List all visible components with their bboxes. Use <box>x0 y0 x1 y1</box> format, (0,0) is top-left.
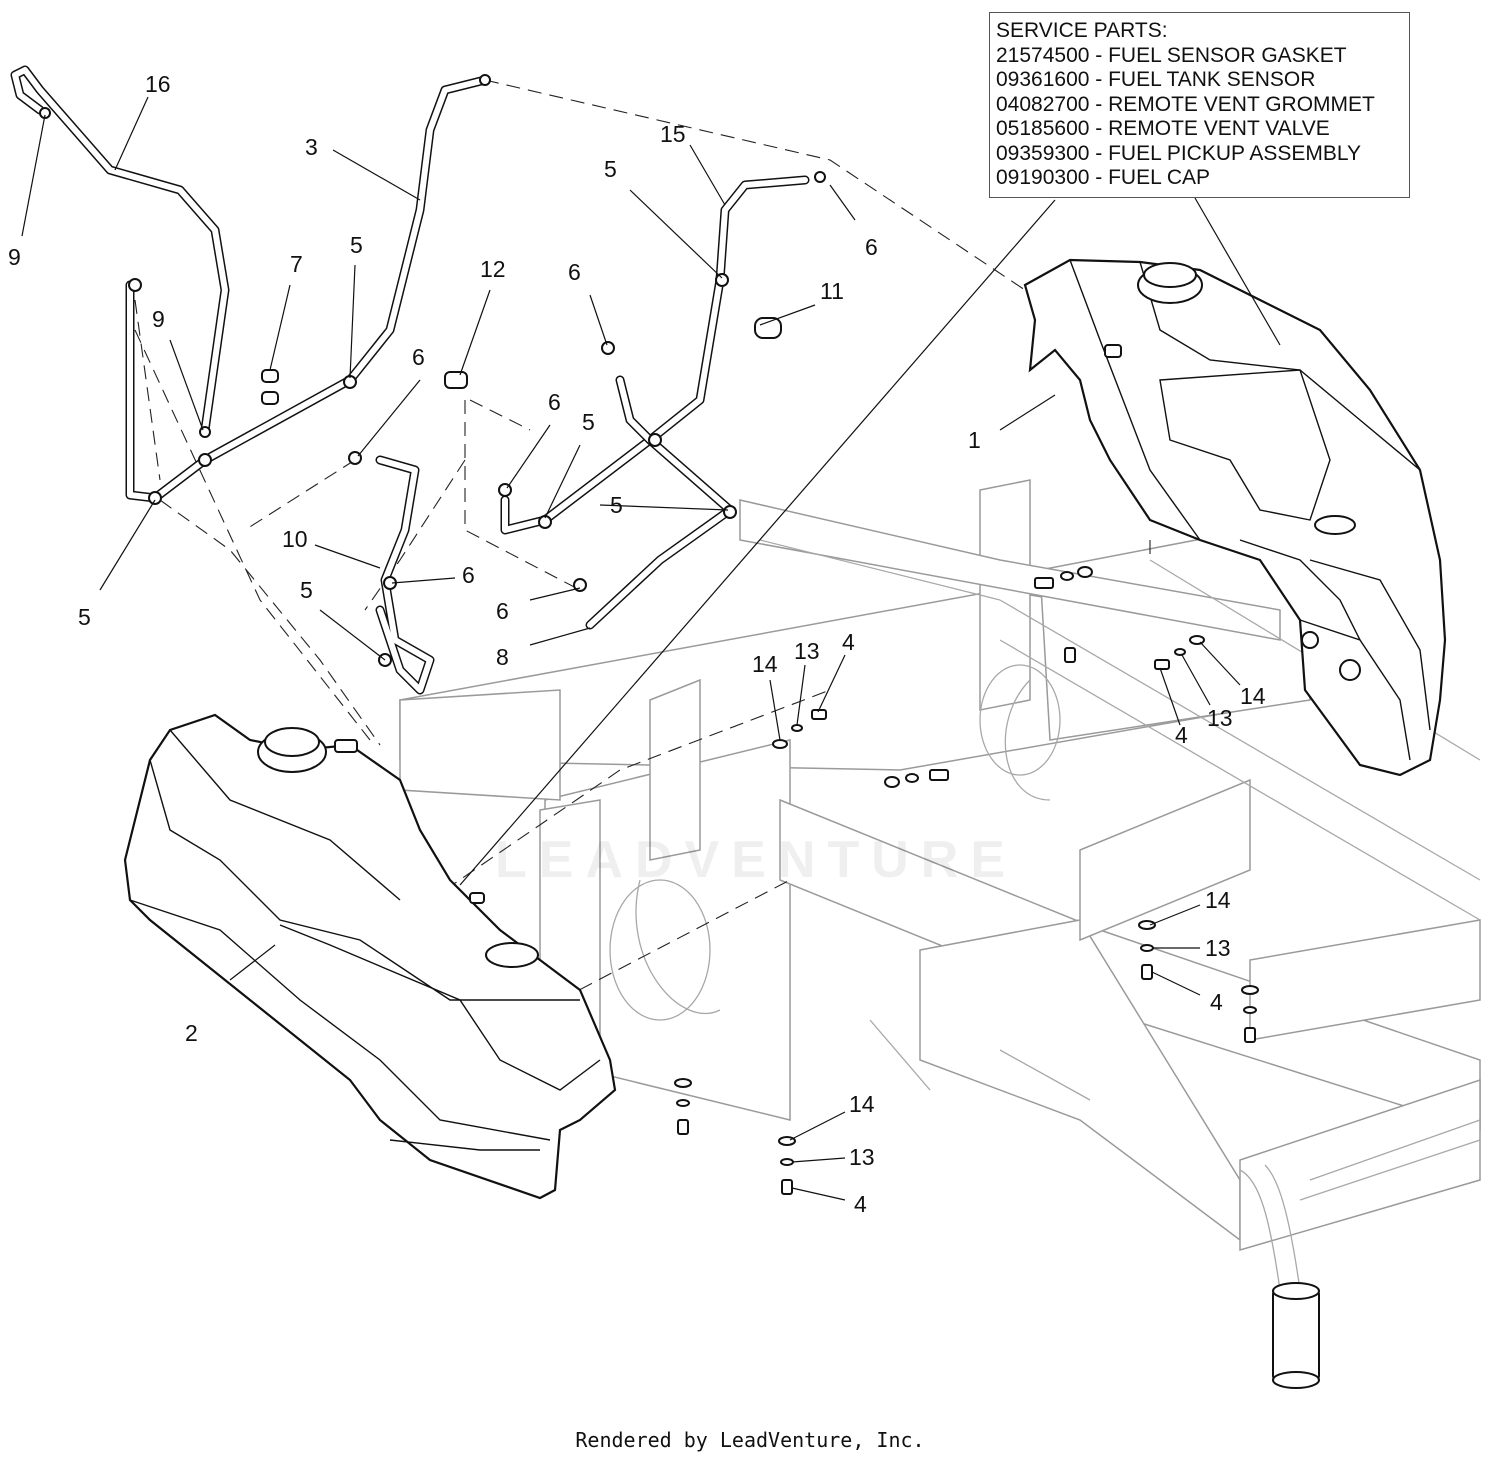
callout-numbers: 16 9 3 15 5 6 7 5 12 6 11 9 6 6 5 1 5 10… <box>8 71 1266 1217</box>
callout: 4 <box>854 1191 867 1217</box>
callout: 16 <box>145 71 171 97</box>
mower-frame <box>399 479 1481 1389</box>
callout: 5 <box>582 409 595 435</box>
hose-3 <box>200 75 490 465</box>
leader-lines <box>21 96 1281 1201</box>
callout: 15 <box>660 121 686 147</box>
footer-credit: Rendered by LeadVenture, Inc. <box>575 1428 925 1452</box>
fuel-tank-right <box>1023 258 1447 777</box>
callout: 6 <box>412 344 425 370</box>
callout: 5 <box>78 604 91 630</box>
callout: 3 <box>305 134 318 160</box>
callout: 1 <box>968 427 981 453</box>
callout: 13 <box>1207 705 1233 731</box>
callout: 14 <box>752 651 778 677</box>
callout: 4 <box>1175 722 1188 748</box>
callout: 6 <box>568 259 581 285</box>
assembly-lines <box>134 79 1151 1001</box>
callout: 8 <box>496 644 509 670</box>
service-parts-title: SERVICE PARTS: <box>996 19 1168 42</box>
hose-10 <box>375 455 550 695</box>
callout: 11 <box>820 278 844 304</box>
callout: 13 <box>794 638 820 664</box>
clamps <box>39 74 1076 667</box>
callout: 5 <box>300 577 313 603</box>
callout: 5 <box>350 232 363 258</box>
hose-16 <box>10 65 230 435</box>
service-part-item: 21574500 - FUEL SENSOR GASKET <box>996 43 1347 67</box>
callout: 12 <box>480 256 506 282</box>
callout: 4 <box>842 629 855 655</box>
callout: 13 <box>849 1144 875 1170</box>
service-part-item: 05185600 - REMOTE VENT VALVE <box>996 117 1330 140</box>
callout: 5 <box>610 492 623 518</box>
callout: 6 <box>865 234 878 260</box>
callout: 13 <box>1205 935 1231 961</box>
service-part-item: 09361600 - FUEL TANK SENSOR <box>996 68 1316 91</box>
callout: 9 <box>152 306 165 332</box>
callout: 7 <box>290 251 303 277</box>
callout: 4 <box>1210 989 1223 1015</box>
callout: 10 <box>282 526 308 552</box>
callout: 6 <box>496 598 509 624</box>
callout: 9 <box>8 244 21 270</box>
service-part-item: 09190300 - FUEL CAP <box>996 166 1211 189</box>
callout: 6 <box>462 562 475 588</box>
service-parts-box: SERVICE PARTS: 21574500 - FUEL SENSOR GA… <box>989 12 1410 198</box>
hose-15 <box>540 175 810 630</box>
callout: 5 <box>604 156 617 182</box>
service-part-item: 04082700 - REMOTE VENT GROMMET <box>996 92 1375 116</box>
hardware <box>674 566 1259 1195</box>
callout: 6 <box>548 389 561 415</box>
watermark: LEADVENTURE <box>495 831 1018 889</box>
hose-9-vertical <box>125 280 210 503</box>
callout: 14 <box>1205 887 1231 913</box>
service-part-item: 09359300 - FUEL PICKUP ASSEMBLY <box>996 141 1361 165</box>
callout: 14 <box>1240 683 1266 709</box>
callout: 2 <box>185 1020 198 1046</box>
fuel-tank-left <box>123 713 617 1200</box>
callout: 14 <box>849 1091 875 1117</box>
